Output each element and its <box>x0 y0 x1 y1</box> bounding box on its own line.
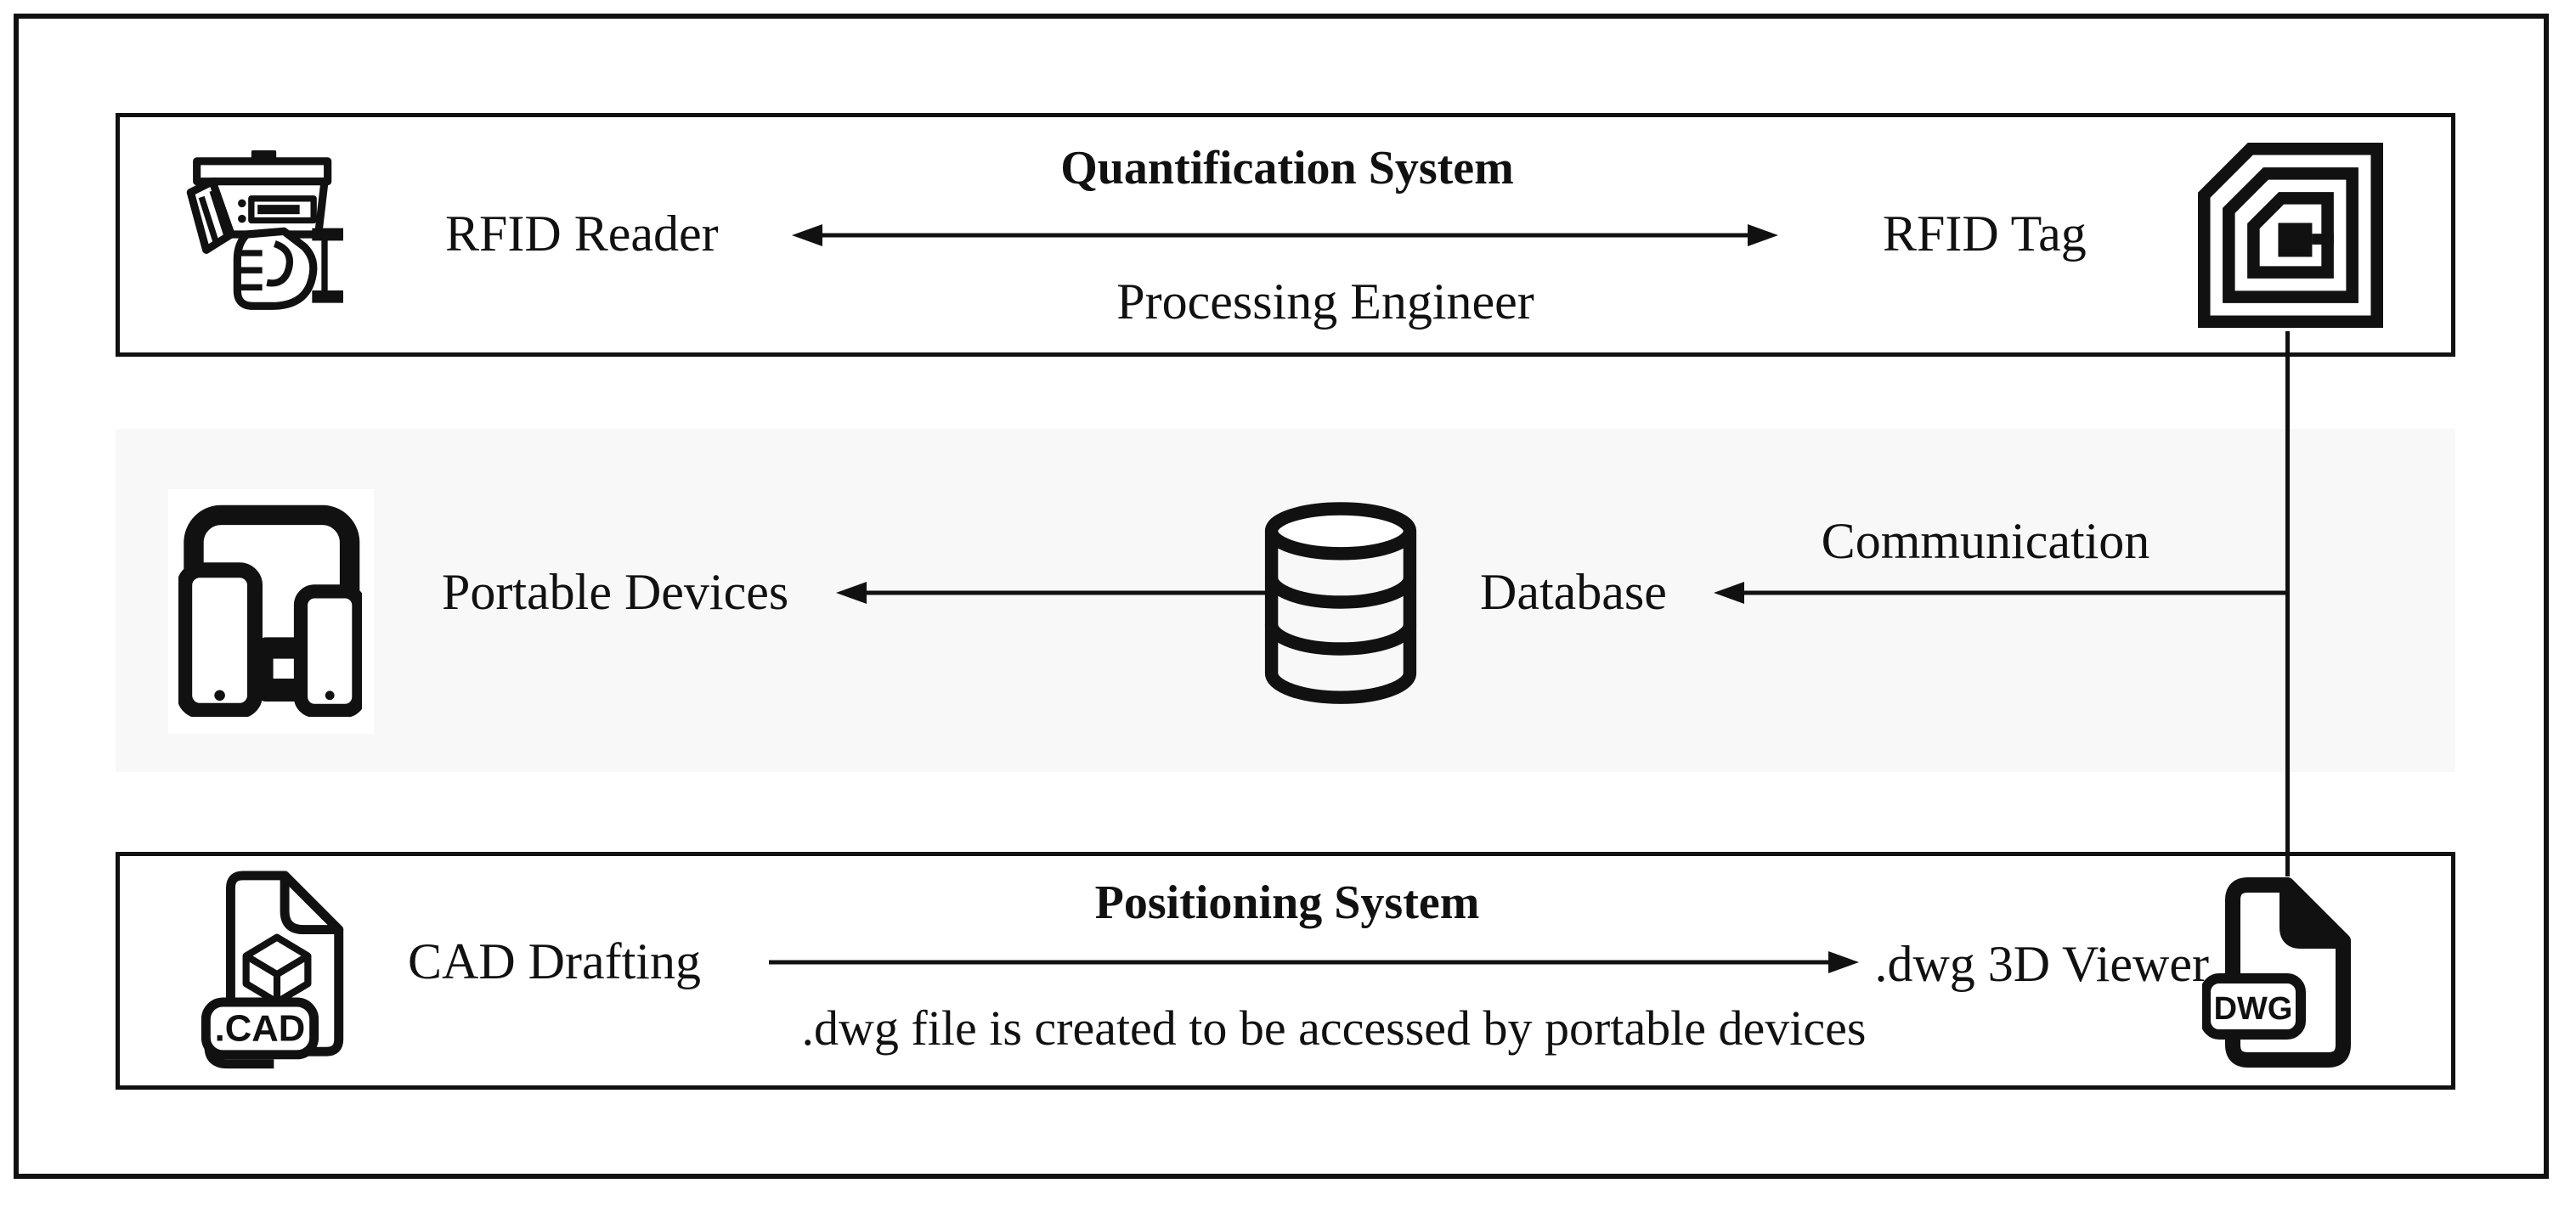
cad-drafting-label: CAD Drafting <box>408 933 701 989</box>
communication-arrow <box>1714 582 2290 604</box>
processing-engineer-caption: Processing Engineer <box>1116 273 1534 330</box>
rfid-tag-label: RFID Tag <box>1883 206 2087 262</box>
dwg-file-icon: DWG <box>2202 877 2351 1068</box>
dwg-file-caption: .dwg file is created to be accessed by p… <box>801 1000 1867 1056</box>
cad-to-viewer-arrow <box>769 951 1859 973</box>
communication-band <box>116 429 2455 772</box>
cad-badge-text: .CAD <box>215 1008 306 1049</box>
quantification-title: Quantification System <box>1060 142 1514 194</box>
database-icon <box>1264 502 1417 704</box>
database-label: Database <box>1480 564 1667 620</box>
tag-to-viewer-connector-line <box>2285 331 2290 876</box>
rfid-tag-icon <box>2198 143 2383 328</box>
dwg-badge-text: DWG <box>2214 991 2293 1027</box>
positioning-title: Positioning System <box>1094 876 1480 929</box>
communication-label: Communication <box>1821 513 2150 569</box>
dwg-viewer-label: .dwg 3D Viewer <box>1874 936 2209 992</box>
database-to-devices-arrow <box>836 582 1273 604</box>
rfid-reader-icon <box>186 150 343 310</box>
reader-tag-double-arrow <box>792 224 1778 246</box>
cad-file-icon: .CAD <box>201 871 344 1069</box>
portable-devices-label: Portable Devices <box>442 564 789 620</box>
portable-devices-icon <box>178 504 362 717</box>
positioning-system-box <box>116 852 2455 1090</box>
rfid-reader-label: RFID Reader <box>445 206 719 262</box>
